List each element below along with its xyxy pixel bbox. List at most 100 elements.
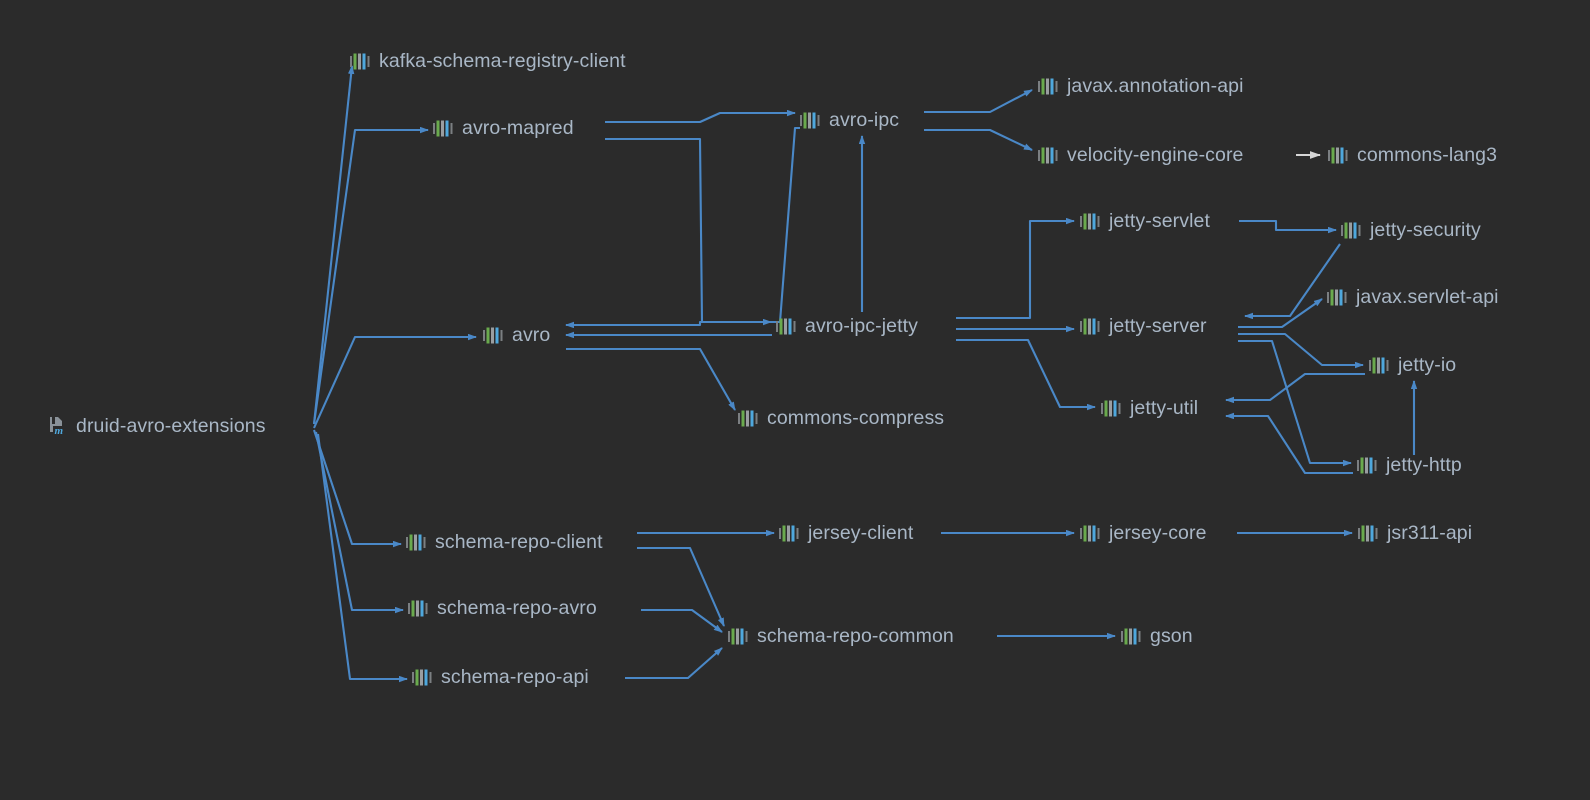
graph-node-schema-repo-common[interactable]: schema-repo-common [728,623,954,649]
library-bars-icon [1101,400,1121,416]
graph-node-avro[interactable]: avro [483,322,550,348]
graph-node-label: jetty-servlet [1109,210,1210,232]
library-bars-icon [728,628,748,644]
graph-node-label: druid-avro-extensions [76,415,266,437]
graph-node-label: jetty-http [1386,454,1462,476]
edge-root-schemarepoavro [314,431,404,614]
library-bars-icon [1080,213,1100,229]
library-bars-icon [1358,525,1378,541]
graph-node-jsr311-api[interactable]: jsr311-api [1358,520,1472,546]
edge-avromapred-avroipcjetty [605,137,772,326]
graph-node-jetty-http[interactable]: jetty-http [1357,452,1462,478]
graph-node-jetty-server[interactable]: jetty-server [1080,313,1207,339]
graph-node-label: jetty-server [1109,315,1207,337]
edge-jettysecurity-jettyserver [1244,243,1341,320]
library-bars-icon [408,600,428,616]
maven-module-icon: m [50,417,64,436]
edge-root-schemarepoclient [313,429,402,548]
edge-jettyserver-jettyio [1238,332,1364,369]
library-bars-icon [483,327,503,343]
library-bars-icon [1080,318,1100,334]
graph-node-javax.servlet-api[interactable]: javax.servlet-api [1327,284,1499,310]
library-bars-icon [738,410,758,426]
edge-avro-commonscompress [566,347,736,411]
graph-node-label: avro-mapred [462,117,574,139]
graph-node-label: jersey-core [1109,522,1207,544]
edge-avroipc-javaxannotation [924,89,1033,114]
graph-node-schema-repo-client[interactable]: schema-repo-client [406,529,603,555]
library-bars-icon [1038,78,1058,94]
graph-node-label: schema-repo-common [757,625,954,647]
edge-jettyserver-jettyhttp [1238,339,1352,467]
library-bars-icon [406,534,426,550]
graph-node-jersey-client[interactable]: jersey-client [779,520,913,546]
graph-node-label: kafka-schema-registry-client [379,50,626,72]
library-bars-icon [433,120,453,136]
graph-node-label: avro-ipc [829,109,900,131]
library-bars-icon [779,525,799,541]
graph-node-label: jetty-util [1130,397,1199,419]
edge-root-kafka [312,65,355,425]
edge-avromapred-avroipc [605,109,796,124]
graph-node-commons-lang3[interactable]: commons-lang3 [1328,142,1497,168]
graph-node-avro-ipc[interactable]: avro-ipc [800,107,899,133]
library-bars-icon [1328,147,1348,163]
graph-node-label: commons-compress [767,407,945,429]
edge-schemarepoavro-schemarepocommon [641,608,723,633]
edge-avroipc-avro [565,126,800,329]
graph-node-avro-ipc-jetty[interactable]: avro-ipc-jetty [776,313,918,339]
graph-node-jetty-security[interactable]: jetty-security [1341,217,1481,243]
graph-node-label: avro [512,324,551,346]
library-bars-icon [1080,525,1100,541]
library-bars-icon [1038,147,1058,163]
library-bars-icon [776,318,796,334]
edge-avroipcjetty-jettyservlet [956,217,1075,320]
library-bars-icon [412,669,432,685]
graph-node-jetty-servlet[interactable]: jetty-servlet [1080,208,1210,234]
graph-node-schema-repo-api[interactable]: schema-repo-api [412,664,589,690]
library-bars-icon [800,112,820,128]
graph-node-label: avro-ipc-jetty [805,315,919,337]
graph-node-gson[interactable]: gson [1121,623,1193,649]
graph-node-label: velocity-engine-core [1067,144,1244,166]
graph-node-schema-repo-avro[interactable]: schema-repo-avro [408,595,597,621]
edge-jettyhttp-jettyutil [1225,412,1353,475]
graph-node-label: jersey-client [808,522,914,544]
graph-node-avro-mapred[interactable]: avro-mapred [433,115,574,141]
library-bars-icon [1121,628,1141,644]
graph-node-druid-avro-extensions[interactable]: m druid-avro-extensions [48,413,266,439]
graph-node-label: javax.servlet-api [1356,286,1499,308]
graph-node-label: schema-repo-avro [437,597,597,619]
graph-node-label: commons-lang3 [1357,144,1498,166]
graph-node-javax.annotation-api[interactable]: javax.annotation-api [1038,73,1244,99]
graph-node-jersey-core[interactable]: jersey-core [1080,520,1207,546]
graph-node-label: javax.annotation-api [1067,75,1244,97]
edge-jettyio-jettyutil [1225,372,1365,404]
library-bars-icon [1369,357,1389,373]
graph-node-velocity-engine-core[interactable]: velocity-engine-core [1038,142,1244,168]
graph-node-label: jetty-security [1370,219,1481,241]
edge-avroipcjetty-jettyutil [956,338,1096,411]
graph-node-jetty-util[interactable]: jetty-util [1101,395,1198,421]
edge-avroipc-velocity [924,128,1033,151]
edge-jettyserver-javaxservletapi [1238,298,1323,329]
graph-node-label: schema-repo-api [441,666,589,688]
library-bars-icon [1327,289,1347,305]
graph-node-jetty-io[interactable]: jetty-io [1369,352,1456,378]
edge-root-avro [313,333,477,429]
graph-node-label: gson [1150,625,1193,647]
edge-schemarepoclient-schemarepocommon [637,546,725,627]
edge-schemarepoapi-schemarepocommon [625,647,723,680]
library-bars-icon [1341,222,1361,238]
edge-root-schemarepoapi [316,433,408,683]
graph-node-kafka-schema-registry-client[interactable]: kafka-schema-registry-client [350,48,626,74]
graph-node-label: schema-repo-client [435,531,603,553]
library-bars-icon [350,53,370,69]
svg-text:m: m [55,425,64,436]
library-bars-icon [1357,457,1377,473]
graph-node-label: jetty-io [1398,354,1457,376]
graph-node-commons-compress[interactable]: commons-compress [738,405,944,431]
graph-node-label: jsr311-api [1387,522,1473,544]
